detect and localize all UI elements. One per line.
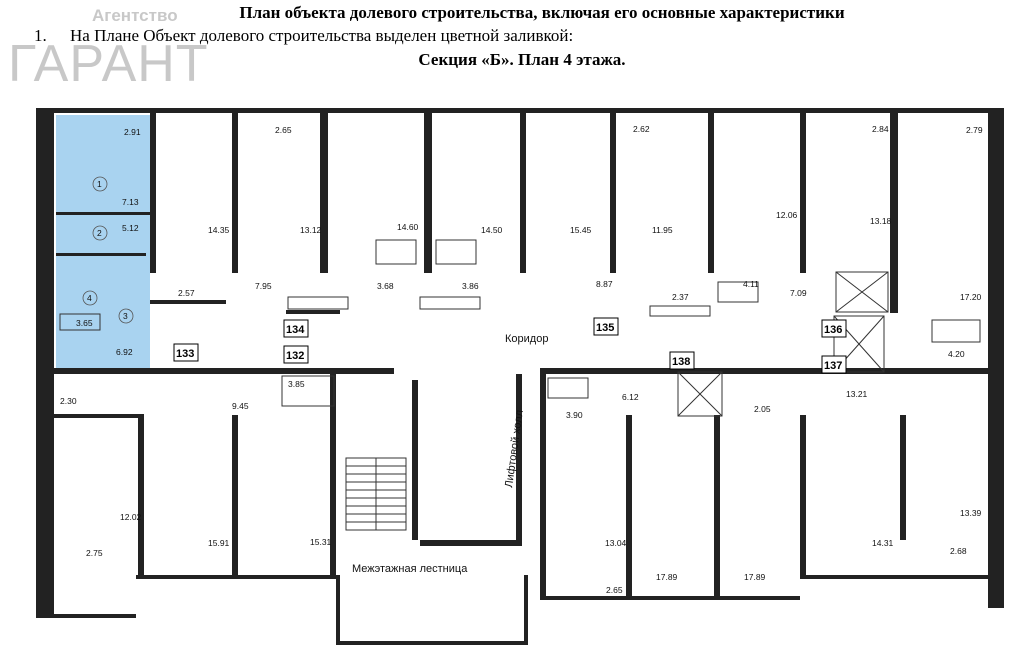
room-area-label: 2.05 [754,404,771,414]
room-area-label: 11.95 [652,225,673,235]
room-area-label: 17.89 [744,572,766,582]
room-area-label: 2.30 [60,396,77,406]
apartment-tag-box [821,319,847,338]
document-title: План объекта долевого строительства, вкл… [239,3,845,22]
apartment-tag: 135 [596,322,614,334]
room-area-label: 3.86 [462,281,479,291]
room-number: 1 [97,179,102,189]
room-area-label: 4.20 [948,349,965,359]
room-area-label: 3.68 [377,281,394,291]
logo-agency: Агентство [92,6,178,25]
room-area-label: 4.11 [743,279,759,289]
room-area-label: 3.90 [566,410,583,420]
room-area-label: 5.12 [122,223,139,233]
room-area-label: 14.50 [481,225,503,235]
room-area-label: 14.60 [397,222,419,232]
apartment-tag: 133 [176,348,194,360]
room-area-label: 17.20 [960,292,982,302]
room-area-label: 13.18 [870,216,892,226]
room-area-label: 12.06 [776,210,798,220]
room-area-label: 12.02 [120,512,142,522]
apartment-tag: 132 [286,350,304,362]
room-area-label: 3.85 [288,379,305,389]
room-area-label: 15.31 [310,537,332,547]
room-area-label: 2.57 [178,288,195,298]
apartment-tag: 136 [824,324,842,336]
room-area-label: 2.79 [966,125,983,135]
room-area-label: 2.65 [606,585,623,595]
room-area-label: 2.37 [672,292,689,302]
list-item: 1. На Плане Объект долевого строительства… [34,26,573,46]
apartment-tag-box [593,317,619,336]
room-area-label: 17.89 [656,572,678,582]
room-area-label: 6.92 [116,347,133,357]
room-area-label: 6.12 [622,392,639,402]
room-area-label: 2.68 [950,546,967,556]
room-number-circle [92,225,108,241]
room-area-label: 13.21 [846,389,868,399]
highlighted-apartment [56,115,150,369]
item-number: 1. [34,26,47,45]
room-area-label: 15.45 [570,225,592,235]
room-area-label: 15.91 [208,538,230,548]
apartment-tag-box [669,351,695,370]
room-area-label: 13.12 [300,225,322,235]
room-number: 2 [97,228,102,238]
room-area-label: 13.04 [605,538,627,548]
apartment-tag-box [283,319,309,338]
corridor-label: Коридор [505,333,548,345]
room-area-label: 2.84 [872,124,889,134]
plan-subtitle: Секция «Б». План 4 этажа. [418,50,626,69]
room-area-label: 2.62 [633,124,650,134]
lift-hall-label: Лифтовой холл [503,409,526,488]
apartment-tag: 137 [824,360,842,372]
room-area-label: 3.65 [76,318,93,328]
room-area-label: 2.91 [124,127,141,137]
room-area-label: 7.09 [790,288,807,298]
room-area-label: 2.75 [86,548,103,558]
item-text: На Плане Объект долевого строительства в… [70,26,574,45]
room-area-label: 9.45 [232,401,249,411]
stair-label: Межэтажная лестница [352,563,468,575]
room-area-label: 7.13 [122,197,139,207]
logo-brand: ГАРАНТ [8,35,209,93]
apartment-tag: 134 [286,324,305,336]
room-number-circle [118,308,134,324]
watermark-logo: Агентство ГАРАНТ [0,0,215,100]
room-area-label: 2.65 [275,125,292,135]
room-area-label: 13.39 [960,508,982,518]
room-area-label: 7.95 [255,281,272,291]
room-number-circle [82,290,98,306]
apartment-tag-box [821,355,847,374]
room-number: 4 [87,293,92,303]
room-number: 3 [123,311,128,321]
room-area-label: 14.31 [872,538,894,548]
room-number-circle [92,176,108,192]
apartment-tag: 138 [672,356,690,368]
apartment-tag-box [173,343,199,362]
room-area-label: 8.87 [596,279,613,289]
room-area-label: 14.35 [208,225,230,235]
apartment-tag-box [283,345,309,364]
